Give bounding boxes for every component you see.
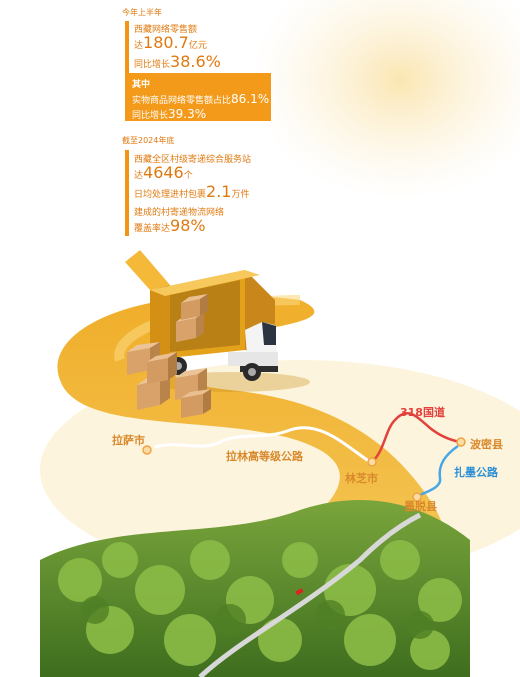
block2-line1: 实物商品网络零售额占比86.1% bbox=[132, 88, 269, 107]
route-zhamo bbox=[417, 444, 459, 498]
block3-heading: 截至2024年底 bbox=[122, 136, 175, 145]
tree-canopies bbox=[58, 540, 462, 670]
block2-line2-number: 39.3% bbox=[168, 107, 207, 121]
block1-accent-bar bbox=[125, 21, 129, 73]
map-label-nyingchi: 林芝市 bbox=[345, 472, 378, 485]
dot-nyingchi bbox=[367, 457, 377, 467]
map-label-bomi: 波密县 bbox=[470, 438, 503, 451]
block3-line2-unit: 个 bbox=[183, 171, 193, 181]
block3-line2-prefix: 达 bbox=[134, 171, 144, 181]
block2-line1-prefix: 实物商品网络零售额占比 bbox=[132, 96, 232, 106]
block1-line3-prefix: 同比增长 bbox=[134, 60, 171, 70]
block3-line2-number: 4646 bbox=[143, 163, 184, 182]
block1-line1: 西藏网络零售额 bbox=[134, 25, 198, 35]
block3-line1: 西藏全区村级寄递综合服务站 bbox=[134, 155, 252, 165]
block3-line5-prefix: 覆盖率达 bbox=[134, 224, 171, 234]
map-label-highway: 拉林高等级公路 bbox=[226, 450, 303, 463]
dot-lhasa bbox=[142, 445, 152, 455]
map-label-lhasa: 拉萨市 bbox=[112, 434, 145, 447]
dot-medog bbox=[412, 492, 422, 502]
block3-line5: 覆盖率达98% bbox=[134, 216, 206, 235]
red-car bbox=[295, 588, 304, 596]
block1-heading: 今年上半年 bbox=[122, 8, 162, 17]
block1-line3-number: 38.6% bbox=[170, 52, 221, 71]
map-label-zhamo: 扎墨公路 bbox=[454, 466, 498, 479]
block3-line3-prefix: 日均处理进村包裹 bbox=[134, 190, 207, 200]
block3-line4: 建成的村寄递物流网络 bbox=[134, 208, 225, 218]
block1-line2-prefix: 达 bbox=[134, 41, 144, 51]
map-label-318: 318国道 bbox=[400, 406, 445, 419]
block2-line2-prefix: 同比增长 bbox=[132, 111, 169, 121]
block3-line2: 达4646个 bbox=[134, 163, 193, 182]
parcel-boxes bbox=[127, 294, 211, 418]
block1-line3: 同比增长38.6% bbox=[134, 52, 221, 71]
block3-line3-number: 2.1 bbox=[206, 182, 232, 201]
block3-accent-bar bbox=[125, 150, 129, 236]
block3-line5-number: 98% bbox=[170, 216, 206, 235]
block2-card: 其中 实物商品网络零售额占比86.1% 同比增长39.3% bbox=[125, 73, 271, 121]
glow-top bbox=[250, 0, 520, 200]
block3-line3-unit: 万件 bbox=[231, 190, 250, 200]
forest-road bbox=[198, 512, 422, 677]
block1-line2-number: 180.7 bbox=[143, 33, 189, 52]
block3-line3: 日均处理进村包裹2.1万件 bbox=[134, 182, 249, 201]
block1-line2-unit: 亿元 bbox=[188, 41, 207, 51]
block1-line2: 达180.7亿元 bbox=[134, 33, 207, 52]
block2-line1-number: 86.1% bbox=[231, 92, 270, 106]
route-318 bbox=[371, 412, 461, 463]
route-lalin bbox=[154, 426, 371, 464]
dot-bomi bbox=[456, 437, 466, 447]
map-label-medog: 墨脱县 bbox=[404, 500, 437, 513]
block2-line2: 同比增长39.3% bbox=[132, 103, 206, 122]
tree-shadows bbox=[81, 596, 434, 639]
block2-heading: 其中 bbox=[132, 80, 151, 90]
